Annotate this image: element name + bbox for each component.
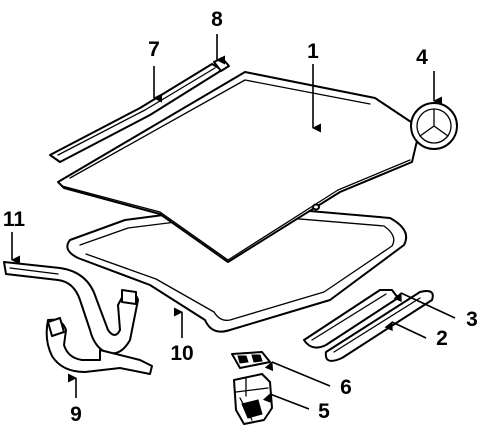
callout-4: 4 [416, 46, 428, 69]
hinge-arm [45, 317, 153, 375]
leader-lines [11, 34, 456, 410]
callout-7: 7 [148, 38, 160, 61]
callout-10: 10 [170, 342, 193, 365]
lock-actuator [233, 373, 273, 425]
emblem [410, 102, 458, 150]
striker [231, 351, 271, 369]
callout-11: 11 [3, 208, 26, 231]
callout-3: 3 [466, 308, 478, 331]
trunk-weatherstrip-seal [66, 204, 408, 333]
callout-numbers: 1 2 3 4 5 6 7 8 9 10 11 [3, 8, 478, 426]
callout-2: 2 [436, 327, 448, 350]
callout-5: 5 [318, 400, 330, 423]
trunk-lid [57, 71, 421, 263]
hinge-assembly [3, 261, 139, 355]
callout-9: 9 [70, 403, 82, 426]
callout-1: 1 [307, 40, 319, 63]
callout-6: 6 [340, 376, 352, 399]
finish-panel [324, 290, 434, 362]
callout-8: 8 [211, 8, 223, 31]
